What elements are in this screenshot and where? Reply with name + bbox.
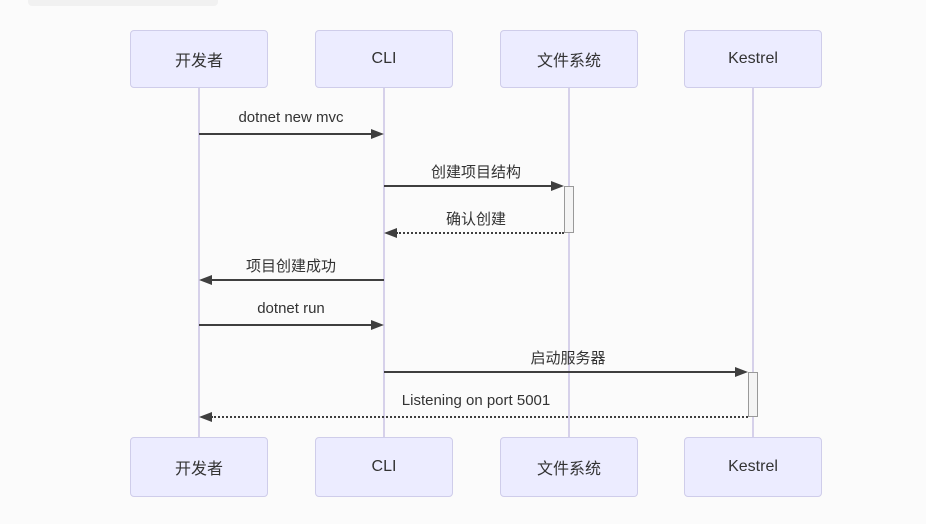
message-arrow-dotnet-run [199, 324, 374, 326]
lifeline-developer [198, 88, 200, 437]
arrowhead-right-icon [371, 320, 384, 330]
activation-kestrel [748, 372, 758, 417]
actor-bottom-filesystem: 文件系统 [500, 437, 638, 497]
arrowhead-left-icon [384, 228, 397, 238]
actor-label-kestrel: Kestrel [728, 50, 778, 67]
message-arrow-confirm-created [396, 232, 564, 234]
message-arrow-create-structure [384, 185, 552, 187]
actor-label-filesystem: 文件系统 [536, 461, 601, 478]
message-arrow-dotnet-new-mvc [199, 133, 374, 135]
lifeline-filesystem [568, 88, 570, 437]
arrowhead-left-icon [199, 412, 212, 422]
message-label-start-server: 启动服务器 [530, 350, 606, 367]
actor-bottom-developer: 开发者 [130, 437, 268, 497]
message-label-project-created: 项目创建成功 [245, 258, 337, 275]
actor-bottom-cli: CLI [315, 437, 453, 497]
lifeline-cli [383, 88, 385, 437]
actor-label-filesystem: 文件系统 [536, 53, 601, 70]
arrowhead-right-icon [551, 181, 564, 191]
actor-label-kestrel: Kestrel [728, 458, 778, 475]
arrowhead-left-icon [199, 275, 212, 285]
actor-label-developer: 开发者 [174, 461, 223, 478]
arrowhead-right-icon [371, 129, 384, 139]
arrowhead-right-icon [735, 367, 748, 377]
top-edge-artifact [28, 0, 218, 6]
message-label-listening-port: Listening on port 5001 [401, 392, 551, 409]
message-label-confirm-created: 确认创建 [445, 211, 507, 228]
actor-label-cli: CLI [371, 50, 397, 67]
message-arrow-project-created [211, 279, 384, 281]
actor-top-cli: CLI [315, 30, 453, 88]
message-arrow-start-server [384, 371, 736, 373]
actor-label-developer: 开发者 [174, 53, 223, 70]
message-arrow-listening-port [211, 416, 748, 418]
actor-top-filesystem: 文件系统 [500, 30, 638, 88]
actor-top-developer: 开发者 [130, 30, 268, 88]
activation-filesystem [564, 186, 574, 233]
lifeline-kestrel [752, 88, 754, 437]
message-label-create-structure: 创建项目结构 [430, 164, 522, 181]
actor-label-cli: CLI [371, 458, 397, 475]
actor-top-kestrel: Kestrel [684, 30, 822, 88]
message-label-dotnet-new-mvc: dotnet new mvc [238, 109, 344, 126]
message-label-dotnet-run: dotnet run [257, 300, 325, 317]
actor-bottom-kestrel: Kestrel [684, 437, 822, 497]
